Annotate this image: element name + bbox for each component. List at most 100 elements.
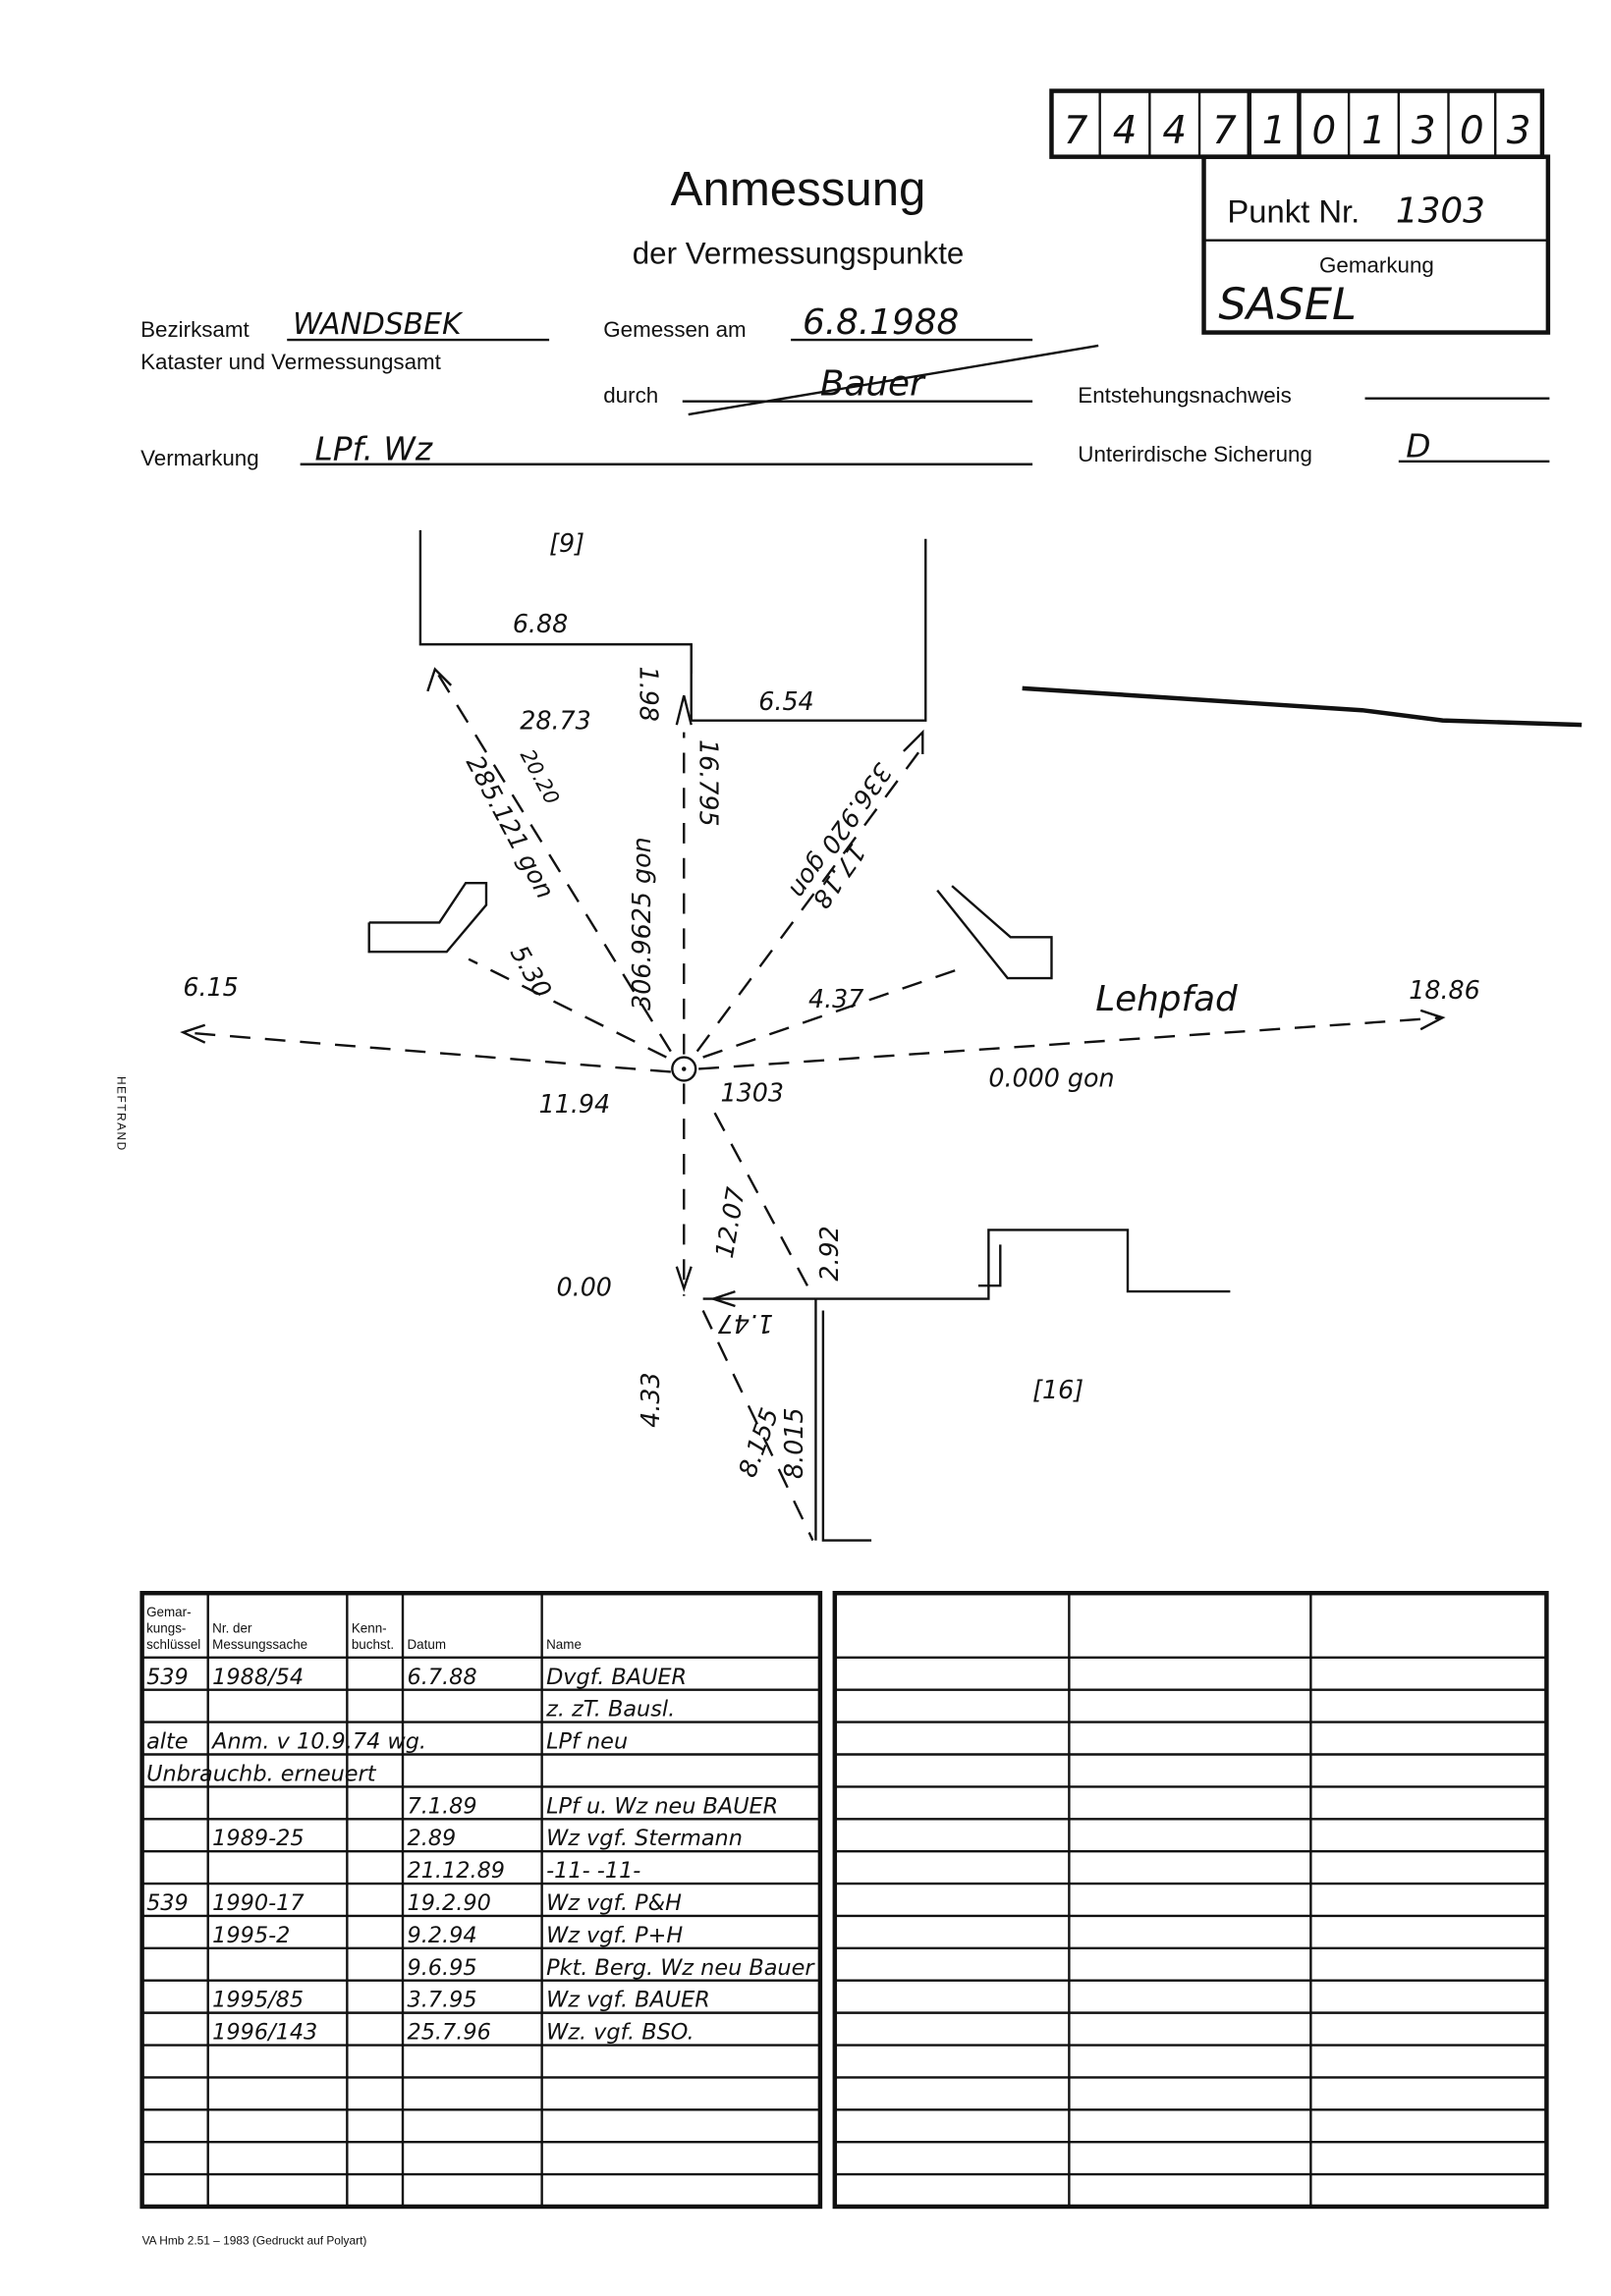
punkt-value: 1303 bbox=[1396, 191, 1485, 232]
table-cell: z. zT. Bausl. bbox=[545, 1697, 675, 1722]
table-row: 539 1988/54 6.7.88 Dvgf. BAUER bbox=[146, 1665, 687, 1690]
street-name: Lehpfad bbox=[1095, 979, 1238, 1019]
sketch-label: 4.37 bbox=[808, 984, 863, 1013]
table-cell: Unbrauchb. erneuert bbox=[146, 1761, 377, 1786]
table-cell: alte bbox=[146, 1729, 188, 1755]
table-row: 7.1.89 LPf u. Wz neu BAUER bbox=[407, 1793, 778, 1819]
code-digit: 3 bbox=[1412, 109, 1436, 153]
table-row: 1989-25 2.89 Wz vgf. Stermann bbox=[212, 1826, 743, 1851]
sicherung-value: D bbox=[1406, 427, 1430, 465]
page-subtitle: der Vermessungspunkte bbox=[633, 236, 965, 270]
code-digit: 3 bbox=[1507, 109, 1531, 153]
sketch-label: 1.98 bbox=[635, 666, 664, 721]
sketch-label: 16.795 bbox=[694, 739, 724, 827]
heftrand-margin-label: HEFTRAND bbox=[114, 1076, 128, 1152]
gemarkung-label: Gemarkung bbox=[1319, 252, 1434, 277]
blank-continuation-table bbox=[832, 1591, 1549, 2210]
punkt-label: Punkt Nr. bbox=[1227, 193, 1360, 230]
sketch-label: 1.47 bbox=[718, 1309, 773, 1339]
kataster-label: Kataster und Vermessungsamt bbox=[140, 350, 442, 374]
sketch-label: [9] bbox=[549, 528, 584, 558]
table-cell: Pkt. Berg. Wz neu Bauer bbox=[546, 1955, 815, 1981]
table-cell: Anm. v 10.9.74 wg. bbox=[210, 1729, 426, 1755]
table-cell: 19.2.90 bbox=[407, 1890, 490, 1916]
sicherung-label: Unterirdische Sicherung bbox=[1078, 442, 1312, 466]
sketch-label: 8.015 bbox=[779, 1407, 808, 1479]
table-cell: 9.2.94 bbox=[407, 1923, 476, 1948]
punkt-box: Punkt Nr. 1303 Gemarkung SASEL bbox=[1201, 154, 1551, 335]
table-row: 1996/143 25.7.96 Wz. vgf. BSO. bbox=[212, 2020, 694, 2046]
code-digit: 4 bbox=[1113, 109, 1138, 153]
sketch-label: 4.33 bbox=[636, 1372, 665, 1427]
table-row: z. zT. Bausl. bbox=[545, 1697, 675, 1722]
code-digit: 1 bbox=[1361, 109, 1386, 153]
sketch-label: 8.155 bbox=[732, 1404, 784, 1481]
table-cell: -11- -11- bbox=[546, 1858, 640, 1884]
code-digit: 7 bbox=[1212, 109, 1237, 153]
bezirksamt-label: Bezirksamt bbox=[140, 317, 250, 342]
table-cell: 539 bbox=[146, 1665, 189, 1690]
code-digit: 7 bbox=[1064, 109, 1088, 153]
table-cell: 9.6.95 bbox=[407, 1955, 476, 1981]
table-cell: 1996/143 bbox=[212, 2020, 317, 2046]
table-cell: 1989-25 bbox=[212, 1826, 304, 1851]
gemessen-label: Gemessen am bbox=[603, 317, 746, 342]
table-row: alte Anm. v 10.9.74 wg. LPf neu bbox=[146, 1729, 628, 1755]
table-cell: 3.7.95 bbox=[407, 1988, 476, 2013]
page-title: Anmessung bbox=[671, 162, 926, 216]
table-cell: LPf u. Wz neu BAUER bbox=[546, 1793, 778, 1819]
sketch-label: 20.20 bbox=[516, 745, 564, 808]
column-header: Gemar- kungs- schlüssel bbox=[146, 1605, 201, 1652]
measurement-history-table: Gemar- kungs- schlüssel Nr. der Messungss… bbox=[139, 1591, 823, 2210]
code-digit: 0 bbox=[1311, 109, 1336, 153]
table-cell: 1988/54 bbox=[212, 1665, 304, 1690]
point-number-label: 1303 bbox=[721, 1077, 784, 1107]
table-cell: Wz vgf. P&H bbox=[546, 1890, 682, 1916]
table-row: 1995-2 9.2.94 Wz vgf. P+H bbox=[212, 1923, 683, 1948]
sketch-label: 306.9625 gon bbox=[627, 837, 656, 1011]
column-header: Nr. der Messungssache bbox=[212, 1620, 308, 1652]
column-header: Kenn- buchst. bbox=[351, 1620, 395, 1652]
table-row: 539 1990-17 19.2.90 Wz vgf. P&H bbox=[146, 1890, 682, 1916]
table-cell: 2.89 bbox=[407, 1826, 456, 1851]
column-header: Name bbox=[546, 1636, 582, 1652]
sketch-label: 5.30 bbox=[505, 940, 558, 1003]
sketch-label: 6.15 bbox=[183, 972, 238, 1002]
column-header: Datum bbox=[407, 1636, 447, 1652]
table-cell: Wz vgf. BAUER bbox=[546, 1988, 710, 2013]
sketch-label: 2.92 bbox=[814, 1226, 844, 1281]
code-digit: 0 bbox=[1460, 109, 1484, 153]
table-cell: Wz vgf. Stermann bbox=[546, 1826, 743, 1851]
table-cell: 25.7.96 bbox=[407, 2020, 490, 2046]
vermarkung-label: Vermarkung bbox=[140, 446, 259, 470]
table-cell: 21.12.89 bbox=[407, 1858, 505, 1884]
table-cell: Wz. vgf. BSO. bbox=[546, 2020, 694, 2046]
table-cell: 1995-2 bbox=[212, 1923, 290, 1948]
durch-label: durch bbox=[603, 383, 658, 408]
sketch-label: 18.86 bbox=[1409, 975, 1480, 1005]
table-row: 21.12.89 -11- -11- bbox=[407, 1858, 640, 1884]
table-cell: 1990-17 bbox=[212, 1890, 305, 1916]
table-row: 9.6.95 Pkt. Berg. Wz neu Bauer bbox=[407, 1955, 815, 1981]
gemessen-value: 6.8.1988 bbox=[803, 302, 959, 343]
form-footer: VA Hmb 2.51 – 1983 (Gedruckt auf Polyart… bbox=[142, 2234, 367, 2248]
table-cell: Wz vgf. P+H bbox=[546, 1923, 683, 1948]
table-cell: 1995/85 bbox=[212, 1988, 304, 2013]
table-cell: 539 bbox=[146, 1890, 189, 1916]
table-cell: LPf neu bbox=[546, 1729, 628, 1755]
entstehung-label: Entstehungsnachweis bbox=[1078, 383, 1292, 408]
table-row: Unbrauchb. erneuert bbox=[146, 1761, 377, 1786]
vermarkung-value: LPf. Wz bbox=[315, 430, 433, 467]
sketch-label: 6.88 bbox=[513, 609, 568, 638]
sketch-label: 11.94 bbox=[539, 1089, 611, 1119]
table-cell: 6.7.88 bbox=[407, 1665, 476, 1690]
sketch-label: 0.00 bbox=[557, 1273, 612, 1302]
survey-sketch: [9] 6.88 28.73 1.98 6.54 285.121 gon 20.… bbox=[180, 528, 1583, 1542]
sketch-label: 28.73 bbox=[520, 706, 591, 736]
gemarkung-value: SASEL bbox=[1218, 278, 1357, 330]
table-cell: Dvgf. BAUER bbox=[546, 1665, 687, 1690]
sketch-label: [16] bbox=[1032, 1375, 1083, 1404]
table-cell: 7.1.89 bbox=[407, 1793, 476, 1819]
